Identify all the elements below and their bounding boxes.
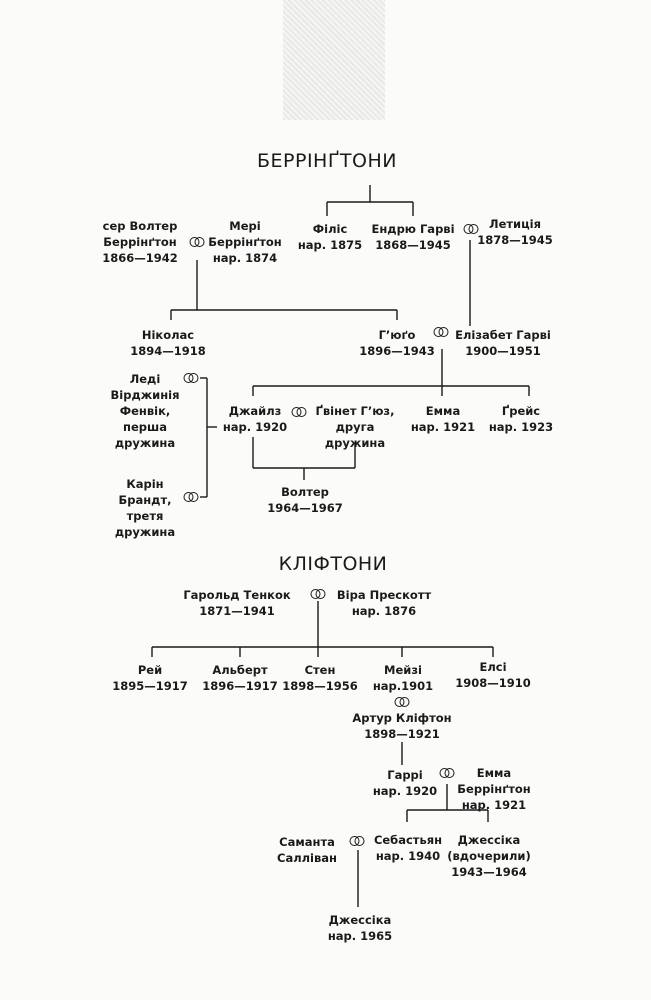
marriage-rings-icon — [183, 373, 199, 383]
marriage-rings-icon — [183, 492, 199, 502]
marriage-rings-icon — [291, 407, 307, 417]
marriage-rings-icon — [349, 836, 365, 846]
marriage-rings-icon — [433, 327, 449, 337]
marriage-rings-icon — [463, 224, 479, 234]
marriage-rings-icon — [439, 768, 455, 778]
marriage-rings-icon — [394, 697, 410, 707]
scan-artifact — [283, 0, 385, 120]
barrington-title: БЕРРІНҐТОНИ — [257, 150, 397, 172]
marriage-rings-icon — [310, 589, 326, 599]
marriage-rings-icon — [189, 237, 205, 247]
clifton-title: КЛІФТОНИ — [278, 553, 388, 575]
person-jessica-adopted: Джессіка(вдочерили)1943—1964 — [447, 833, 531, 879]
